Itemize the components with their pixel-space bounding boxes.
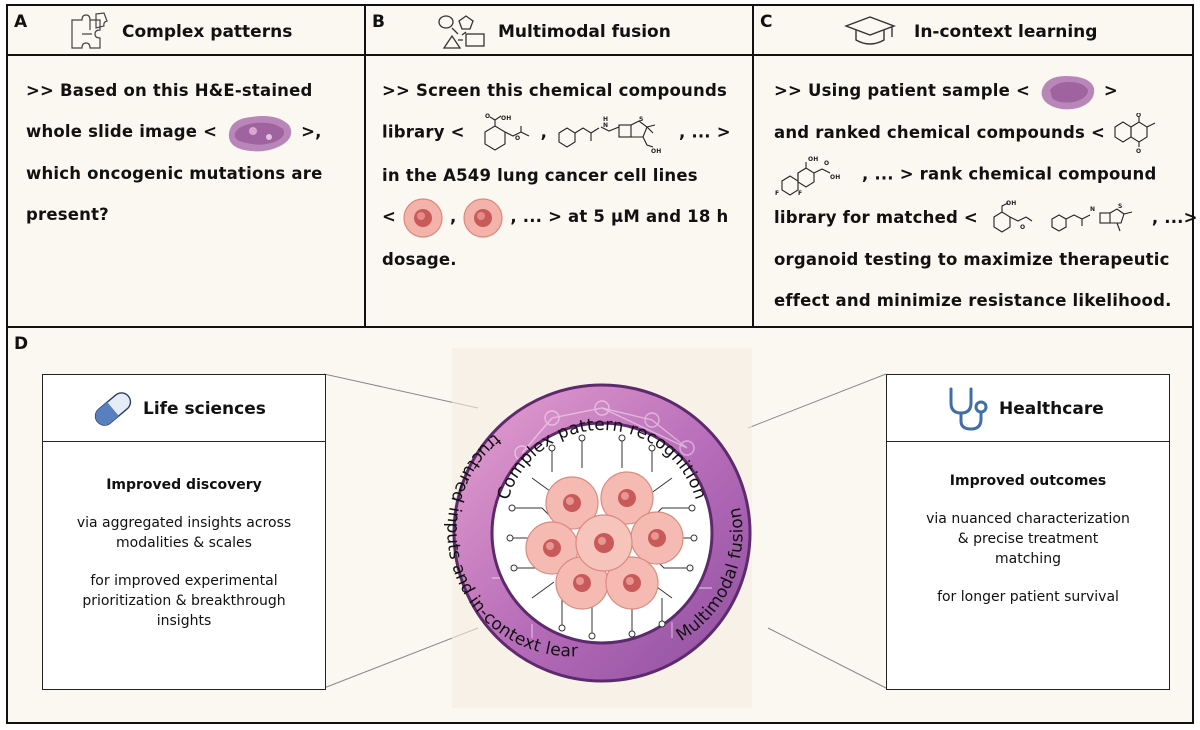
svg-text:O: O [1136,148,1141,153]
panel-c: C In-context learning >> Using patient s… [752,4,1197,328]
text-line: >> Based on this H&E-stained [26,81,313,100]
text-line: >> Screen this chemical compounds [382,81,727,100]
box-header: Life sciences [43,375,325,442]
svg-text:OH: OH [830,174,841,181]
text-line: >> Using patient sample < > [774,70,1192,112]
svg-text:OH: OH [808,156,819,163]
panel-letter: D [14,334,29,354]
central-ring-diagram: Complex pattern recognition Unstructured… [432,338,752,708]
text-fragment: , ... > [678,122,731,142]
panel-divider [366,54,752,56]
graduation-cap-icon [844,16,896,45]
wsi-thumbnail-image [228,115,292,151]
text-line: in the A549 lung cancer cell lines [382,166,698,185]
text-fragment: whole slide image < [26,122,218,141]
panel-title: Multimodal fusion [498,22,671,42]
text-fragment: , ...> [1151,208,1198,227]
cell-cluster-image [525,471,684,610]
svg-text:N: N [1090,206,1095,213]
text-line: present? [26,204,109,224]
svg-text:O: O [515,135,520,142]
panel-title: In-context learning [914,22,1098,42]
text-fragment: >, [301,122,322,141]
panel-title: Complex patterns [122,22,293,42]
svg-text:OH: OH [1006,200,1017,207]
text-line: organoid testing to maximize therapeutic [774,249,1170,269]
box-body: Improved outcomes via nuanced characteri… [887,471,1169,625]
text-fragment: library < [382,122,465,142]
svg-text:H: H [603,116,608,123]
svg-text:N: N [603,122,608,129]
aspirin-molecule-image: OH O O [484,113,529,151]
box-text: for improved experimental prioritization… [82,573,286,629]
naphthoquinone-molecule-image: O O [1114,113,1156,153]
pill-icon [94,392,132,426]
text-line: < , , ... > at 5 µM and 18 h [382,196,750,239]
text-line: whole slide image < >, [26,111,356,153]
life-sciences-box: Life sciences Improved discovery via agg… [42,374,326,690]
panel-b: B Multimodal fusion >> Screen this chemi… [364,4,754,328]
box-title: Life sciences [143,399,266,419]
text-fragment: and ranked chemical compounds < [774,122,1105,142]
svg-text:S: S [1118,203,1123,210]
puzzle-icon [71,12,108,49]
panel-divider [8,54,364,56]
text-line: library < OH O O , [382,111,750,155]
text-fragment: > [1103,81,1118,100]
box-heading: Improved outcomes [949,473,1107,489]
text-line: library for matched < OH O N S , [774,197,1197,239]
text-fragment: , [540,122,548,142]
svg-text:O: O [1020,224,1025,231]
svg-text:O: O [1136,113,1141,119]
panel-a: A Complex patterns >> Based on this H&E-… [6,4,366,328]
text-line: effect and minimize resistance likelihoo… [774,290,1172,310]
panel-c-text: >> Using patient sample < > and ranked c… [774,70,1197,321]
box-text: via nuanced characterization & precise t… [926,511,1130,567]
svg-text:OH: OH [651,148,662,155]
svg-text:S: S [639,116,644,123]
healthcare-box: Healthcare Improved outcomes via nuanced… [886,374,1170,690]
svg-text:OH: OH [501,115,512,122]
text-fragment: library for matched < [774,208,978,227]
box-text: for longer patient survival [937,589,1119,605]
svg-text:O: O [485,113,490,120]
text-fragment: , [449,207,457,226]
diflunisal-molecule-image: F F OH OH O [775,156,841,197]
text-fragment: , ... > rank chemical compound [861,164,1157,184]
box-heading: Improved discovery [106,477,262,493]
box-title: Healthcare [999,399,1104,419]
aspirin-molecule-image: OH O [993,200,1033,233]
text-line: F F OH OH O , ... > rank chemical compou… [774,153,1192,197]
box-text: via aggregated insights across modalitie… [76,515,292,551]
panel-divider [754,54,1192,56]
panel-d: D Life sciences Improved discovery via a… [6,326,1194,724]
panel-letter: A [14,12,28,32]
text-fragment: , ... > at 5 µM and 18 h [510,207,729,226]
shapes-icon [438,15,485,49]
panel-letter: B [372,12,385,32]
box-header: Healthcare [887,375,1169,442]
panel-b-text: >> Screen this chemical compounds librar… [382,70,750,280]
svg-text:O: O [824,160,829,167]
svg-text:F: F [798,190,802,197]
box-body: Improved discovery via aggregated insigh… [43,475,325,649]
wsi-thumbnail-image [1041,75,1095,109]
text-line: which oncogenic mutations are [26,163,323,183]
penicillin-molecule-image: N S [1051,203,1132,232]
panel-a-text: >> Based on this H&E-stained whole slide… [26,70,356,235]
text-fragment: < [382,207,397,226]
cell-image [463,197,503,238]
panel-letter: C [760,12,773,32]
penicillin-molecule-image: H N S OH [558,116,662,155]
cell-image [403,197,443,238]
text-line: and ranked chemical compounds < O O [774,112,1192,153]
text-line: dosage. [382,249,457,269]
text-fragment: >> Using patient sample < [774,81,1031,100]
svg-text:F: F [775,190,779,197]
stethoscope-icon [949,387,988,431]
